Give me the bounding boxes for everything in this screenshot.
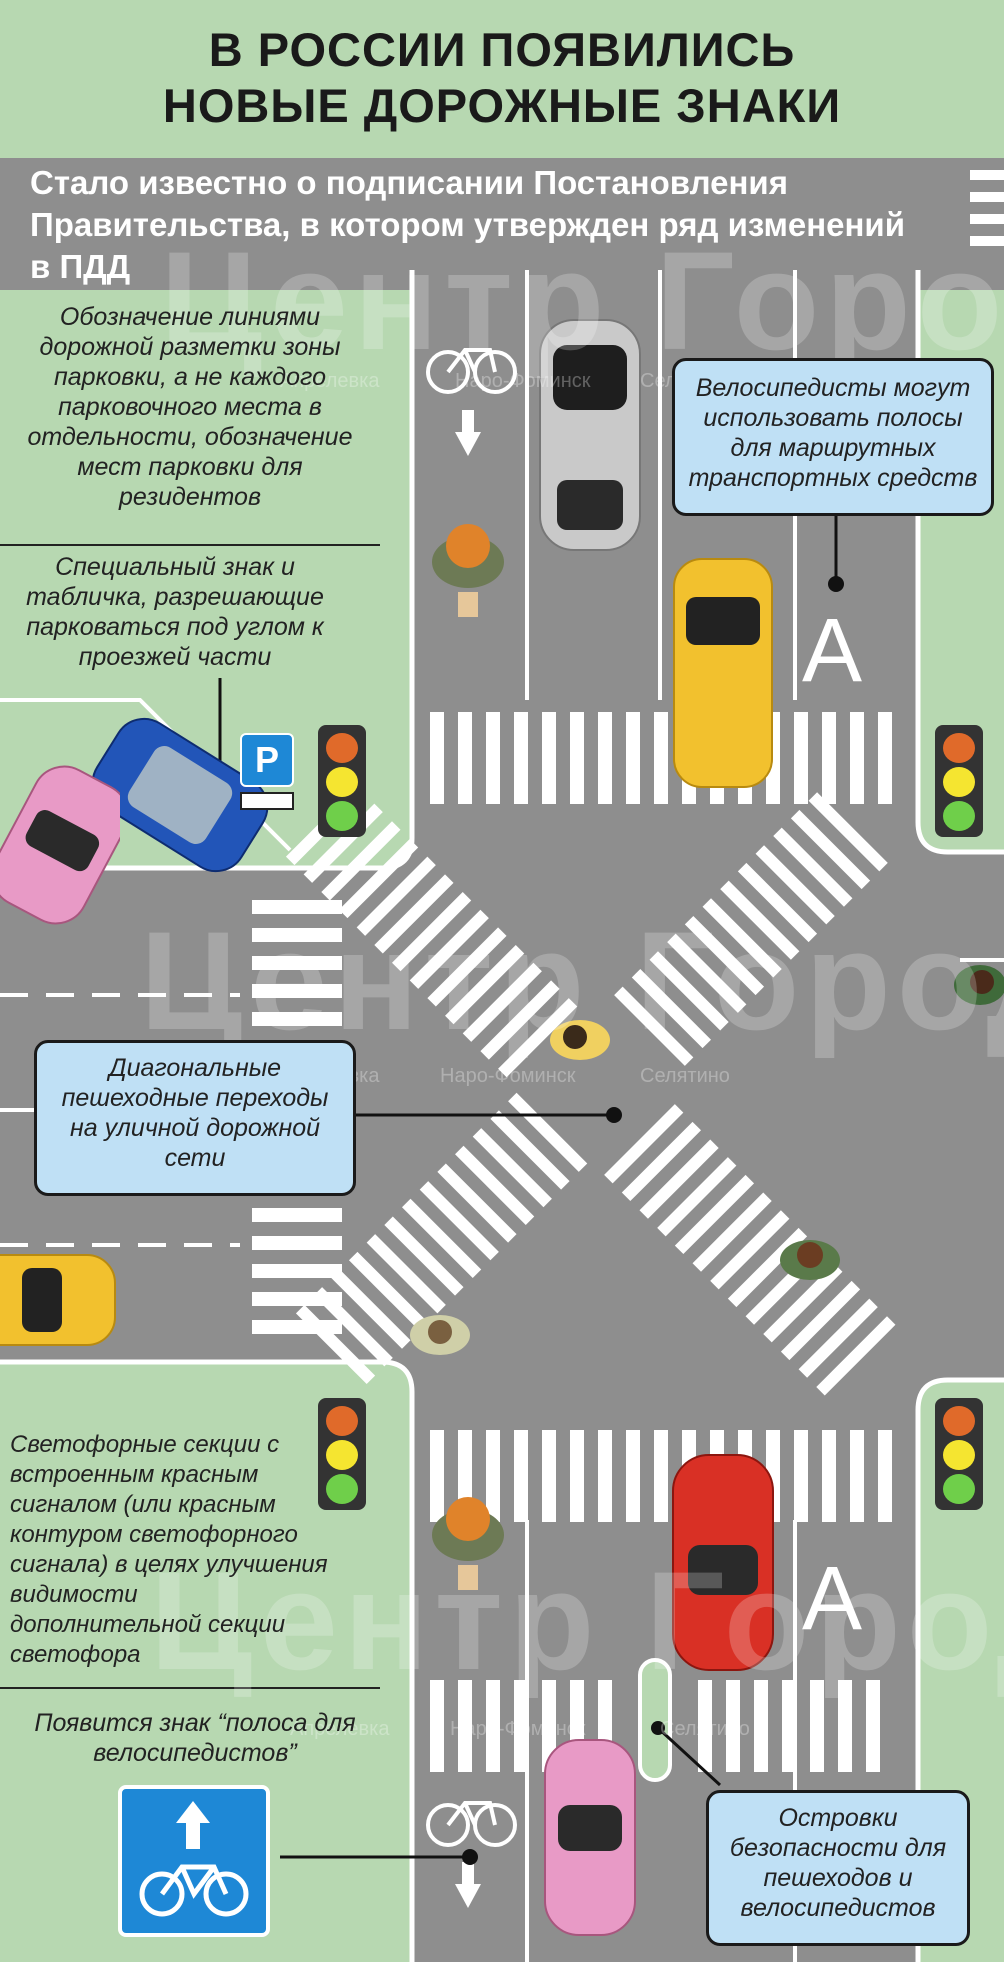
traffic-light-icon [935, 1398, 983, 1510]
bus-lane-marking-bottom: A [802, 1549, 863, 1649]
header-band [0, 0, 1004, 158]
watermark-text: Центр Города [150, 1542, 1004, 1699]
pedestrian-icon [780, 1240, 840, 1280]
watermark-text: Центр Города [160, 222, 1004, 379]
traffic-light-icon [935, 725, 983, 837]
watermark-text: Центр Города [140, 902, 1004, 1059]
watermark-place: Наро-Фоминск [450, 1718, 586, 1740]
car-blue-parked [91, 717, 269, 873]
car-yellow-left [0, 1254, 116, 1346]
car-pink-parked [0, 765, 120, 925]
traffic-light-icon [318, 1398, 366, 1510]
car-yellow-top [673, 558, 773, 788]
callout-cyclists-bus-lanes: Велосипедисты могут использовать полосы … [672, 358, 994, 516]
note-traffic-light-sections: Светофорные секции с встроенным красным … [10, 1431, 328, 1668]
bike-lane-sign-icon [118, 1785, 270, 1937]
car-pink-bottom [544, 1739, 636, 1936]
car-red [672, 1454, 774, 1671]
parking-sign-plate [240, 792, 294, 810]
note-angle-parking: Специальный знак и табличка, разрешающие… [26, 553, 324, 671]
parking-sign-icon: P [240, 733, 294, 787]
title-line-2: НОВЫЕ ДОРОЖНЫЕ ЗНАКИ [162, 79, 842, 132]
pedestrian-icon [432, 1497, 504, 1590]
watermark-place: Селятино [640, 1065, 730, 1087]
watermark-place: Апрелевка [280, 370, 380, 392]
watermark-place: Наро-Фоминск [455, 370, 591, 392]
watermark-place: Селятино [660, 1718, 750, 1740]
pedestrian-icon [550, 1020, 610, 1060]
title-line-1: В РОССИИ ПОЯВИЛИСЬ [208, 23, 796, 76]
page-subtitle: Стало известно о подписании Постановлени… [30, 164, 905, 285]
callout-diagonal-crossings: Диагональные пешеходные переходы на улич… [34, 1040, 356, 1196]
watermark-place: Апрелевка [290, 1718, 390, 1740]
page-title: В РОССИИ ПОЯВИЛИСЬ НОВЫЕ ДОРОЖНЫЕ ЗНАКИ [0, 22, 1004, 134]
traffic-light-icon [318, 725, 366, 837]
pedestrian-icon [432, 524, 504, 617]
note-parking-zone: Обозначение линиями дорожной разметки зо… [27, 303, 353, 511]
watermark-place: Наро-Фоминск [440, 1065, 576, 1087]
car-silver [539, 319, 641, 551]
pedestrian-icon [954, 965, 1004, 1005]
note-bike-lane-sign: Появится знак “полоса для велосипедистов… [34, 1709, 356, 1767]
pedestrian-icon [410, 1315, 470, 1355]
bus-lane-marking-top: A [802, 601, 863, 701]
callout-safety-islands: Островки безопасности для пешеходов и ве… [706, 1790, 970, 1946]
